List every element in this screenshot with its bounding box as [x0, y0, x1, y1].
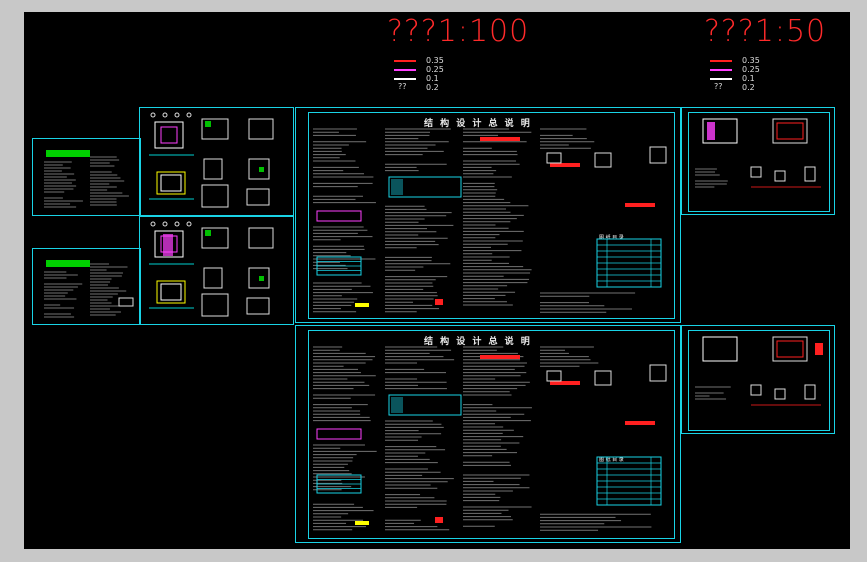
sheet-cover-1[interactable]	[32, 138, 141, 216]
legend-swatch	[710, 78, 732, 80]
sheet-plan-1[interactable]	[139, 107, 294, 216]
legend-value: 0.35	[426, 56, 444, 65]
legend-label: ??	[714, 82, 723, 91]
legend-label: ??	[398, 82, 407, 91]
legend-swatch	[710, 69, 732, 71]
legend-row: 0.25	[384, 65, 464, 74]
legend-value: 0.1	[426, 74, 439, 83]
scale-title-right: ???1:50	[704, 14, 827, 49]
legend-swatch	[394, 69, 416, 71]
legend-row: 0.35	[384, 56, 464, 65]
legend-swatch	[394, 60, 416, 62]
notes-bottom-title: 结 构 设 计 总 说 明	[424, 337, 532, 347]
scale-title-left: ???1:100	[387, 14, 530, 49]
legend-swatch	[710, 60, 732, 62]
sheet-cover-2[interactable]	[32, 248, 141, 325]
legend-value: 0.2	[426, 83, 439, 92]
legend-value: 0.35	[742, 56, 760, 65]
drawing-content	[44, 112, 823, 531]
table-top-title: 图 纸 目 录	[599, 235, 624, 241]
legend-value: 0.1	[742, 74, 755, 83]
legend-swatch	[394, 78, 416, 80]
legend-value: 0.25	[426, 65, 444, 74]
legend-value: 0.25	[742, 65, 760, 74]
notes-top-title: 结 构 设 计 总 说 明	[424, 119, 532, 129]
sheet-notes-bottom[interactable]: 结 构 设 计 总 说 明 图 纸 目 录	[295, 325, 681, 543]
legend-row: 0.25	[700, 65, 780, 74]
sheet-notes-top[interactable]: 结 构 设 计 总 说 明 图 纸 目 录	[295, 107, 681, 323]
legend-row: 0.35	[700, 56, 780, 65]
legend-row: 0.1	[700, 74, 780, 83]
table-bottom-title: 图 纸 目 录	[599, 457, 624, 463]
legend-row: ?? 0.2	[384, 82, 464, 92]
sheet-detail-1[interactable]	[681, 107, 835, 215]
legend-row: 0.1	[384, 74, 464, 83]
sheet-detail-2[interactable]	[681, 325, 835, 434]
legend-row: ?? 0.2	[700, 82, 780, 92]
legend-value: 0.2	[742, 83, 755, 92]
sheet-plan-2[interactable]	[139, 216, 294, 325]
